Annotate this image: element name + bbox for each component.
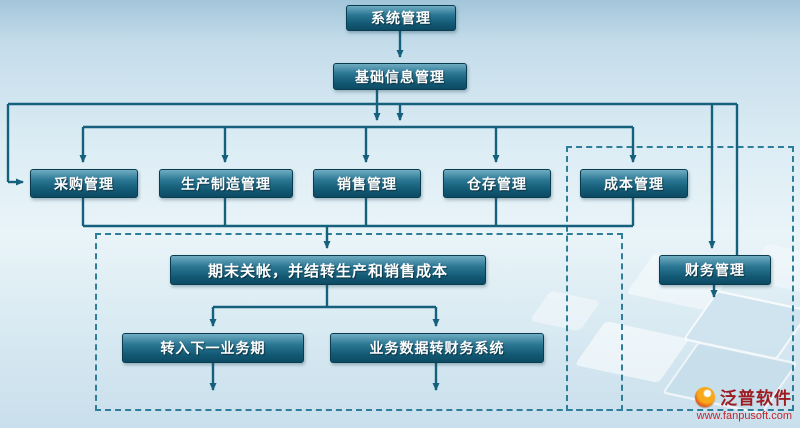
brand-name: 泛普软件	[720, 389, 792, 408]
node-purchase-management: 采购管理	[30, 169, 138, 198]
brand-url: www.fanpusoft.com	[696, 410, 792, 422]
node-finance-management: 财务管理	[659, 255, 771, 285]
node-period-end-closing: 期末关帐，并结转生产和销售成本	[170, 255, 486, 285]
brand-watermark: 泛普软件 www.fanpusoft.com	[695, 384, 792, 422]
node-system-management: 系统管理	[346, 5, 456, 31]
node-warehouse-management: 仓存管理	[443, 169, 551, 198]
node-basic-info-management: 基础信息管理	[333, 63, 467, 90]
node-next-business-period: 转入下一业务期	[122, 333, 304, 363]
node-cost-management: 成本管理	[580, 169, 688, 198]
dashed-group-period-closing	[95, 233, 623, 411]
fanpu-logo-icon	[695, 386, 715, 407]
dashed-group-cost-finance	[566, 146, 794, 411]
node-sales-management: 销售管理	[313, 169, 421, 198]
node-business-data-to-finance: 业务数据转财务系统	[330, 333, 544, 363]
node-production-management: 生产制造管理	[159, 169, 293, 198]
